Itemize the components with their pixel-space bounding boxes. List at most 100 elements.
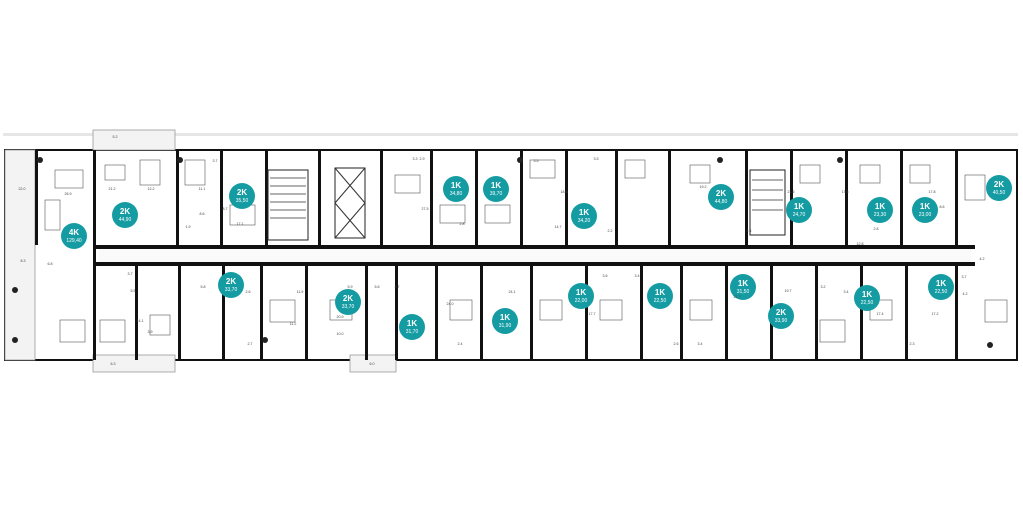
unit-badge-circle (483, 176, 509, 202)
unit-area-label: 35,50 (236, 198, 249, 204)
unit-badge-circle (443, 176, 469, 202)
room-area-number: 8.3 (21, 259, 26, 263)
room-area-number: 17.1 (237, 222, 244, 226)
unit-type-label: 2K (237, 188, 247, 197)
unit-type-label: 1K (875, 202, 885, 211)
room-area-number: 2.6 (674, 342, 679, 346)
furniture (44, 159, 1008, 343)
room-area-number: 2.9 (420, 157, 425, 161)
room-area-number: 3.7 (395, 285, 400, 289)
room-area-number: 5.6 (375, 285, 380, 289)
unit-type-label: 1K (491, 181, 501, 190)
room-area-number: 21.6 (788, 190, 795, 194)
unit-badge-circle (854, 285, 880, 311)
unit-badge-circle (492, 308, 518, 334)
room-area-number: 11.2 (290, 322, 297, 326)
unit-area-label: 23,30 (874, 212, 887, 218)
room-area-number: 17.4 (877, 312, 884, 316)
room-area-number: 5.5 (131, 289, 136, 293)
room-area-number: 2.6 (246, 290, 251, 294)
room-area-number: 3.4 (844, 290, 849, 294)
unit-area-label: 129,40 (66, 238, 82, 244)
room-area-number: 3.6 (603, 274, 608, 278)
room-area-number: 24.0 (447, 302, 454, 306)
room-area-number: 2.4 (458, 342, 463, 346)
unit-area-label: 44,80 (715, 199, 728, 205)
room-area-number: 11.1 (199, 187, 206, 191)
room-area-number: 21.2 (109, 187, 116, 191)
unit-badge-circle (399, 314, 425, 340)
unit-badge-circle (986, 175, 1012, 201)
room-area-number: 17.2 (932, 312, 939, 316)
room-area-number: 8.7 (223, 207, 228, 211)
unit-type-label: 1K (794, 202, 804, 211)
unit-area-label: 44,90 (119, 217, 132, 223)
unit-labels: 4K129,402K44,902K35,501K34,801K39,701K34… (61, 175, 1012, 340)
unit-area-label: 34,80 (450, 191, 463, 197)
room-area-number: 5.8 (201, 285, 206, 289)
room-area-number: 2.8 (460, 222, 465, 226)
stair-core-right (749, 169, 786, 236)
unit-area-label: 22,00 (575, 298, 588, 304)
unit-type-label: 1K (500, 313, 510, 322)
room-area-number: 3.3 (413, 157, 418, 161)
room-area-number: 2.4 (747, 229, 752, 233)
room-area-number: 14.1 (137, 319, 144, 323)
unit-badge-circle (335, 289, 361, 315)
room-area-number: 3.9 (148, 330, 153, 334)
unit-badge-circle (229, 183, 255, 209)
room-area-number: 22.0 (19, 187, 26, 191)
room-area-number: 3.7 (213, 159, 218, 163)
room-area-number: 4.2 (980, 257, 985, 261)
unit-area-label: 40,50 (993, 190, 1006, 196)
room-area-number: 6.8 (48, 262, 53, 266)
unit-area-label: 33,70 (342, 304, 355, 310)
room-area-number: 17.7 (589, 312, 596, 316)
terrace-left (4, 149, 36, 361)
unit-badge-circle (768, 303, 794, 329)
unit-badge-circle (867, 197, 893, 223)
room-area-number: 19.7 (785, 289, 792, 293)
unit-badge-circle (571, 203, 597, 229)
room-area-number: 19.2 (700, 185, 707, 189)
unit-area-label: 34,20 (578, 218, 591, 224)
room-area-number: 11.9 (297, 290, 304, 294)
room-area-number: 2.2 (608, 229, 613, 233)
unit-type-label: 1K (738, 279, 748, 288)
unit-area-label: 23,00 (919, 212, 932, 218)
unit-area-label: 39,70 (490, 191, 503, 197)
room-area-number: 8.6 (200, 212, 205, 216)
partition-walls (35, 150, 958, 360)
room-area-number: 5.2 (113, 135, 118, 139)
unit-type-label: 1K (576, 288, 586, 297)
room-area-number: 27.5 (422, 207, 429, 211)
room-area-number: 3.4 (635, 274, 640, 278)
room-area-number: 3.7 (962, 275, 967, 279)
unit-type-label: 1K (407, 319, 417, 328)
stair-core-left (267, 169, 309, 241)
room-area-number: 3.5 (594, 157, 599, 161)
unit-area-label: 22,50 (654, 298, 667, 304)
